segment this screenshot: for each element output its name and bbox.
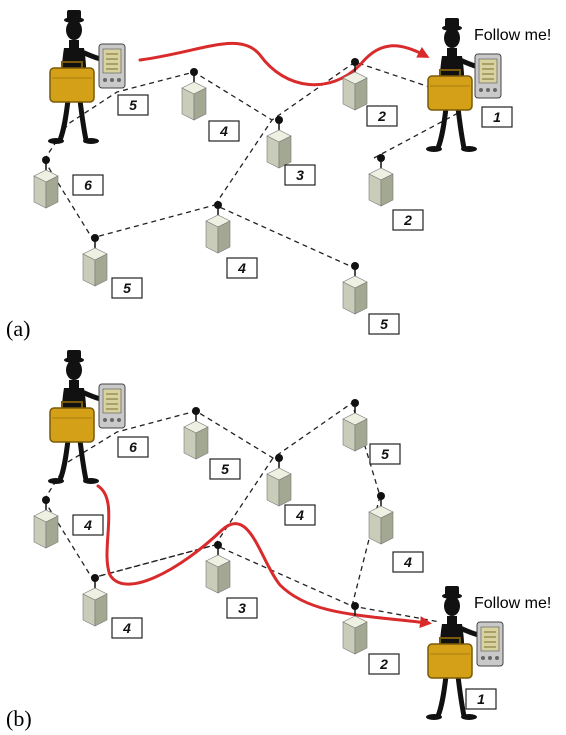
svg-text:4: 4	[295, 507, 304, 523]
node-label: 4	[392, 551, 424, 573]
sensor-node-icon	[33, 155, 59, 209]
sensor-node-icon	[183, 406, 209, 460]
node-label: 2	[366, 105, 398, 127]
sensor-node-icon	[342, 601, 368, 655]
sensor-node-icon	[342, 261, 368, 315]
speech-text: Follow me!	[474, 595, 551, 612]
node-label: 4	[72, 514, 104, 536]
svg-text:3: 3	[238, 600, 246, 616]
sensor-node-icon	[368, 153, 394, 207]
node-label: 2	[392, 209, 424, 231]
red-guidance-arrow	[96, 484, 432, 629]
node-label: 2	[368, 653, 400, 675]
sensor-node-icon	[82, 233, 108, 287]
panel-caption: (a)	[6, 316, 30, 341]
node-label: 6	[117, 436, 149, 458]
node-label: 5	[209, 458, 241, 480]
red-guidance-arrow	[138, 41, 430, 87]
svg-text:5: 5	[380, 316, 388, 332]
node-label: 4	[111, 617, 143, 639]
svg-text:6: 6	[84, 177, 92, 193]
pda-device-icon	[474, 53, 502, 99]
sensor-node-icon	[181, 67, 207, 121]
node-label: 5	[111, 277, 143, 299]
svg-text:4: 4	[403, 554, 412, 570]
svg-text:5: 5	[123, 280, 131, 296]
panel-caption: (b)	[6, 706, 32, 731]
node-label: 1	[465, 688, 497, 710]
node-label: 1	[481, 106, 513, 128]
node-label: 6	[72, 174, 104, 196]
svg-text:5: 5	[381, 446, 389, 462]
node-label: 5	[368, 313, 400, 335]
panel-a: 5 4 2 1 6 3 2 5 4 5 Follow me! (a)	[6, 10, 551, 341]
sensor-node-icon	[342, 57, 368, 111]
node-label: 5	[369, 443, 401, 465]
sensor-node-icon	[205, 200, 231, 254]
sensor-node-icon	[266, 115, 292, 169]
pda-device-icon	[98, 43, 126, 89]
svg-text:5: 5	[129, 97, 137, 113]
svg-text:5: 5	[221, 461, 229, 477]
node-label: 4	[208, 120, 240, 142]
svg-text:2: 2	[379, 656, 388, 672]
svg-text:4: 4	[122, 620, 131, 636]
node-label: 5	[117, 94, 149, 116]
svg-text:4: 4	[83, 517, 92, 533]
sensor-node-icon	[368, 491, 394, 545]
svg-text:6: 6	[129, 439, 137, 455]
sensor-node-icon	[33, 495, 59, 549]
panel-b: 6 5 4 5 4 4 3 4 3 2 1 Follow me! (b)	[6, 0, 551, 731]
svg-text:4: 4	[237, 260, 246, 276]
sensor-node-icon	[82, 573, 108, 627]
svg-text:2: 2	[377, 108, 386, 124]
pda-device-icon	[98, 383, 126, 429]
svg-text:2: 2	[403, 212, 412, 228]
sensor-node-icon	[205, 540, 231, 594]
network-links-a	[43, 61, 469, 267]
pda-device-icon	[476, 621, 504, 667]
svg-text:4: 4	[219, 123, 228, 139]
speech-text: Follow me!	[474, 27, 551, 44]
node-label: 4	[284, 504, 316, 526]
node-label: 4	[226, 257, 258, 279]
svg-text:1: 1	[477, 691, 485, 707]
svg-text:1: 1	[493, 109, 501, 125]
node-label: 3	[226, 597, 258, 619]
svg-text:3: 3	[296, 167, 304, 183]
node-label: 3	[284, 164, 316, 186]
